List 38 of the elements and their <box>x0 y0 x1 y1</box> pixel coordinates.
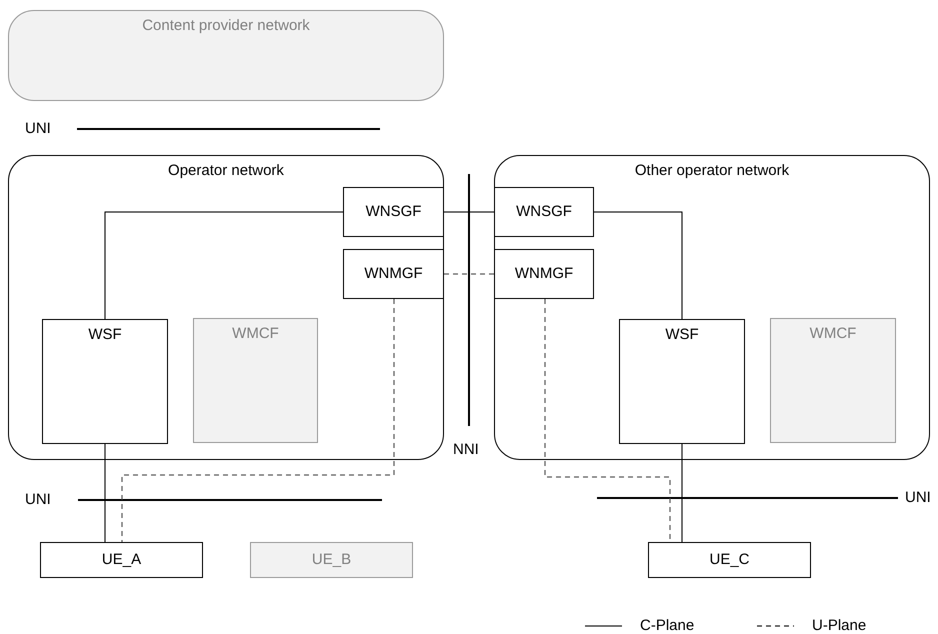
function-box <box>770 318 896 443</box>
function-box <box>40 542 203 578</box>
function-name: WMCF <box>808 325 858 342</box>
function-box <box>343 187 444 237</box>
c-plane-line <box>104 444 106 542</box>
function-name: WSF <box>87 326 123 343</box>
area-title: Content provider network <box>141 17 311 34</box>
function-box <box>648 542 811 578</box>
function-box <box>193 318 318 443</box>
function-name: WNMGF <box>363 265 424 282</box>
function-box <box>42 319 168 444</box>
interface-label: UNI <box>25 120 51 137</box>
function-box <box>619 319 745 444</box>
function-name: UE_C <box>708 551 750 568</box>
function-name: WNSGF <box>515 203 573 220</box>
legend-label: U-Plane <box>812 617 866 634</box>
function-name: WNSGF <box>364 203 422 220</box>
u-plane-line <box>122 298 394 542</box>
function-name: UE_B <box>310 551 352 568</box>
interface-label: UNI <box>25 491 51 508</box>
c-plane-line <box>104 212 344 320</box>
function-box <box>494 187 594 237</box>
interface-label: NNI <box>453 441 479 458</box>
network-area <box>494 155 930 460</box>
legend-label: C-Plane <box>640 617 694 634</box>
function-box <box>343 249 444 299</box>
area-title: Operator network <box>167 162 285 179</box>
network-area <box>8 10 444 101</box>
c-plane-line <box>594 212 682 320</box>
network-area <box>8 155 444 460</box>
function-name: WMCF <box>231 325 280 342</box>
area-title: Other operator network <box>634 162 790 179</box>
function-box <box>250 542 413 578</box>
interface-label: UNI <box>905 489 931 506</box>
function-name: UE_A <box>100 551 142 568</box>
function-box <box>494 249 594 299</box>
function-name: WSF <box>664 326 700 343</box>
function-name: WNMGF <box>514 265 574 282</box>
